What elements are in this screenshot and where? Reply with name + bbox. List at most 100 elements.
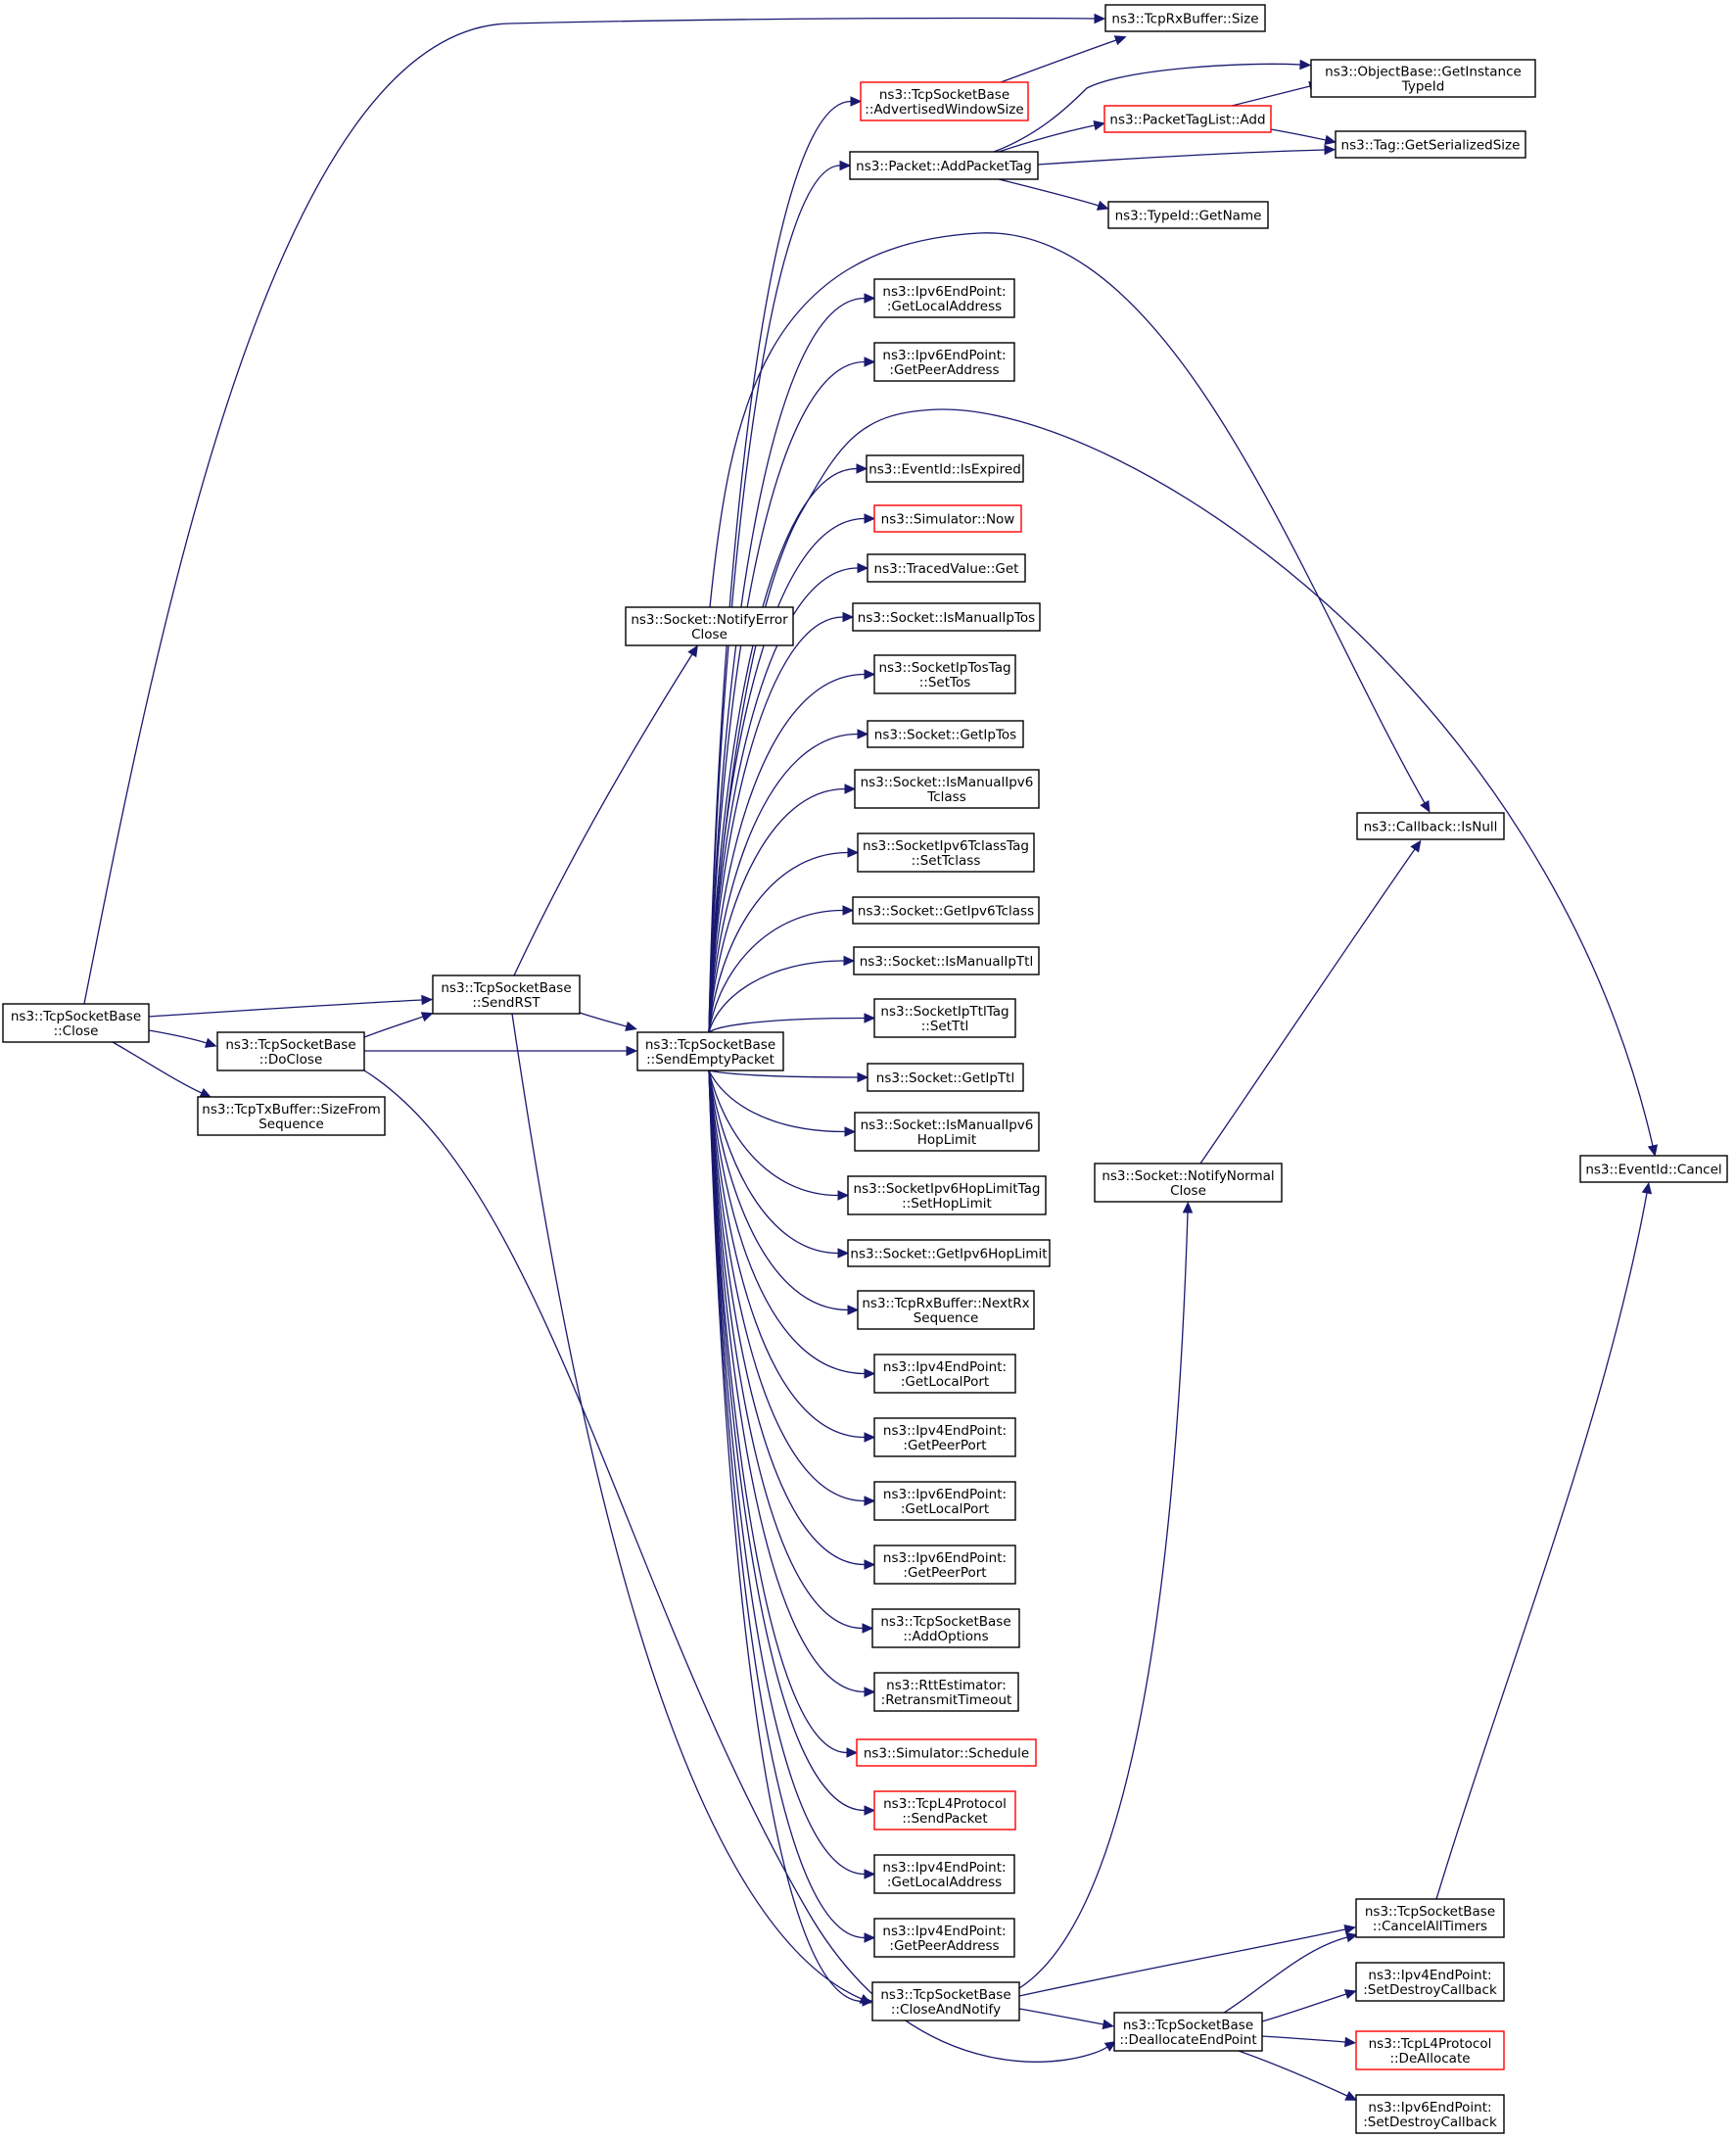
node-box[interactable] (636, 1031, 784, 1071)
node-ptladd[interactable]: ns3::PacketTagList::Add (1103, 105, 1272, 133)
node-box[interactable] (860, 81, 1029, 121)
node-box[interactable] (849, 151, 1039, 180)
node-rto[interactable]: ns3::RttEstimator::RetransmitTimeout (873, 1672, 1019, 1712)
node-box[interactable] (857, 832, 1035, 873)
node-isexpired[interactable]: ns3::EventId::IsExpired (866, 454, 1024, 483)
node-setttl[interactable]: ns3::SocketIpTtlTag::SetTtl (873, 998, 1016, 1038)
node-v6setdestroy[interactable]: ns3::Ipv6EndPoint::SetDestroyCallback (1355, 2094, 1505, 2134)
node-box[interactable] (867, 720, 1024, 748)
node-now[interactable]: ns3::Simulator::Now (873, 504, 1022, 533)
node-getv6tc[interactable]: ns3::Socket::GetIpv6Tclass (852, 896, 1040, 925)
node-sendpacket[interactable]: ns3::TcpL4Protocol::SendPacket (873, 1790, 1016, 1830)
node-box[interactable] (873, 1354, 1016, 1394)
node-box[interactable] (873, 654, 1016, 694)
node-box[interactable] (857, 1290, 1035, 1330)
node-box[interactable] (847, 1175, 1047, 1215)
node-box[interactable] (873, 1481, 1016, 1521)
node-box[interactable] (867, 1063, 1024, 1092)
node-box[interactable] (854, 769, 1040, 809)
node-box[interactable] (873, 342, 1015, 382)
node-box[interactable] (873, 998, 1016, 1038)
node-box[interactable] (2, 1003, 150, 1043)
node-v4setdestroy[interactable]: ns3::Ipv4EndPoint::SetDestroyCallback (1355, 1962, 1505, 2002)
node-settclass[interactable]: ns3::SocketIpv6TclassTag::SetTclass (857, 832, 1035, 873)
node-box[interactable] (1113, 2012, 1263, 2052)
node-close[interactable]: ns3::TcpSocketBase::Close (2, 1003, 150, 1043)
node-v4peeraddr[interactable]: ns3::Ipv4EndPoint::GetPeerAddress (873, 1918, 1015, 1958)
node-typename[interactable]: ns3::TypeId::GetName (1107, 201, 1269, 229)
node-box[interactable] (1579, 1155, 1728, 1183)
node-box[interactable] (197, 1096, 386, 1136)
node-box[interactable] (1355, 1962, 1505, 2002)
node-box[interactable] (873, 504, 1022, 533)
node-box[interactable] (873, 1918, 1015, 1958)
node-getiptos[interactable]: ns3::Socket::GetIpTos (867, 720, 1024, 748)
node-box[interactable] (1356, 812, 1505, 840)
node-closenotify[interactable]: ns3::TcpSocketBase::CloseAndNotify (871, 1981, 1020, 2021)
node-tagser[interactable]: ns3::Tag::GetSerializedSize (1335, 130, 1526, 159)
node-rxsize[interactable]: ns3::TcpRxBuffer::Size (1104, 4, 1266, 32)
node-box[interactable] (873, 1417, 1016, 1457)
node-box[interactable] (625, 606, 794, 646)
node-box[interactable] (871, 1608, 1020, 1648)
node-box[interactable] (852, 602, 1041, 632)
node-box[interactable] (1335, 130, 1526, 159)
node-sendempty[interactable]: ns3::TcpSocketBase::SendEmptyPacket (636, 1031, 784, 1071)
node-box[interactable] (867, 553, 1026, 583)
node-l4dealloc[interactable]: ns3::TcpL4Protocol::DeAllocate (1355, 2030, 1505, 2070)
node-ismipttl[interactable]: ns3::Socket::IsManualIpTtl (853, 946, 1040, 975)
node-dealloc[interactable]: ns3::TcpSocketBase::DeallocateEndPoint (1113, 2012, 1263, 2052)
node-box[interactable] (847, 1239, 1051, 1267)
node-ismiptos[interactable]: ns3::Socket::IsManualIpTos (852, 602, 1041, 632)
node-v6locaddr[interactable]: ns3::Ipv6EndPoint::GetLocalAddress (873, 278, 1015, 318)
node-box[interactable] (854, 1112, 1040, 1152)
node-box[interactable] (856, 1738, 1037, 1767)
node-advwin[interactable]: ns3::TcpSocketBase::AdvertisedWindowSize (860, 81, 1029, 121)
node-settos[interactable]: ns3::SocketIpTosTag::SetTos (873, 654, 1016, 694)
node-v6peerport[interactable]: ns3::Ipv6EndPoint::GetPeerPort (873, 1545, 1016, 1585)
node-getv6hop[interactable]: ns3::Socket::GetIpv6HopLimit (847, 1239, 1051, 1267)
node-box[interactable] (1103, 105, 1272, 133)
node-box[interactable] (873, 1854, 1015, 1894)
node-addopts[interactable]: ns3::TcpSocketBase::AddOptions (871, 1608, 1020, 1648)
node-box[interactable] (216, 1031, 365, 1071)
node-tvget[interactable]: ns3::TracedValue::Get (867, 553, 1026, 583)
node-box[interactable] (873, 278, 1015, 318)
node-v6locport[interactable]: ns3::Ipv6EndPoint::GetLocalPort (873, 1481, 1016, 1521)
node-box[interactable] (866, 454, 1024, 483)
node-box[interactable] (852, 896, 1040, 925)
node-box[interactable] (1107, 201, 1269, 229)
node-cancel[interactable]: ns3::EventId::Cancel (1579, 1155, 1728, 1183)
node-isnull[interactable]: ns3::Callback::IsNull (1356, 812, 1505, 840)
node-box[interactable] (1104, 4, 1266, 32)
node-box[interactable] (432, 974, 581, 1015)
node-getipttl[interactable]: ns3::Socket::GetIpTtl (867, 1063, 1024, 1092)
node-box[interactable] (1355, 1898, 1505, 1938)
node-box[interactable] (1310, 59, 1536, 98)
node-box[interactable] (873, 1672, 1019, 1712)
node-v4peerport[interactable]: ns3::Ipv4EndPoint::GetPeerPort (873, 1417, 1016, 1457)
node-v4locport[interactable]: ns3::Ipv4EndPoint::GetLocalPort (873, 1354, 1016, 1394)
node-v4locaddr[interactable]: ns3::Ipv4EndPoint::GetLocalAddress (873, 1854, 1015, 1894)
node-v6peeraddr[interactable]: ns3::Ipv6EndPoint::GetPeerAddress (873, 342, 1015, 382)
node-box[interactable] (1355, 2030, 1505, 2070)
node-box[interactable] (853, 946, 1040, 975)
node-box[interactable] (871, 1981, 1020, 2021)
node-addtag[interactable]: ns3::Packet::AddPacketTag (849, 151, 1039, 180)
node-sethoplimit[interactable]: ns3::SocketIpv6HopLimitTag::SetHopLimit (847, 1175, 1047, 1215)
node-canceltimers[interactable]: ns3::TcpSocketBase::CancelAllTimers (1355, 1898, 1505, 1938)
node-sendrst[interactable]: ns3::TcpSocketBase::SendRST (432, 974, 581, 1015)
node-schedule[interactable]: ns3::Simulator::Schedule (856, 1738, 1037, 1767)
node-doclose[interactable]: ns3::TcpSocketBase::DoClose (216, 1031, 365, 1071)
node-box[interactable] (873, 1790, 1016, 1830)
node-box[interactable] (873, 1545, 1016, 1585)
node-box[interactable] (1355, 2094, 1505, 2134)
node-box[interactable] (1094, 1163, 1283, 1203)
